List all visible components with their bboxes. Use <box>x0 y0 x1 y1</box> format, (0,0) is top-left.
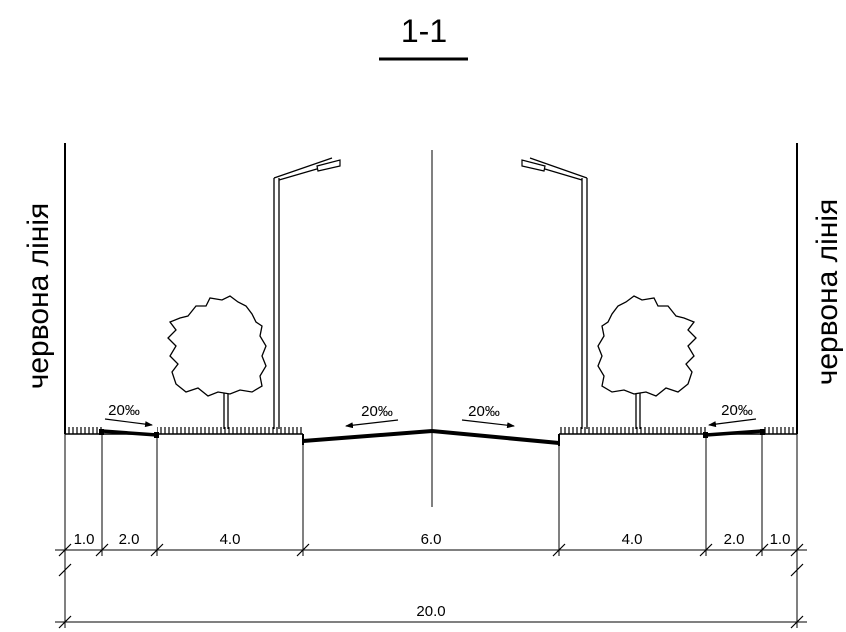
dim-segment-4: 6.0 <box>421 531 442 548</box>
carriageway <box>302 428 560 445</box>
red-line-label-left: червона лінія <box>22 203 55 390</box>
slope-arrow-left-sidewalk <box>104 418 153 428</box>
slope-arrow-right-carriageway <box>461 419 515 429</box>
tree-right <box>597 295 697 429</box>
slope-left-carriageway: 20‰ <box>361 403 393 420</box>
slope-right-sidewalk: 20‰ <box>721 402 753 419</box>
left-sidewalk-curb-a <box>99 429 104 435</box>
right-sidewalk-curb-a <box>703 432 708 438</box>
dim-segment-3: 4.0 <box>220 531 241 548</box>
dimension-ticks <box>58 543 804 629</box>
dim-total: 20.0 <box>416 603 445 620</box>
right-grass-verge <box>559 427 706 434</box>
street-lamp-right <box>521 157 588 429</box>
right-sidewalk <box>705 429 763 437</box>
dim-segment-5: 4.0 <box>622 531 643 548</box>
slope-arrow-left-carriageway <box>345 419 399 429</box>
left-sidewalk <box>101 429 158 437</box>
slope-arrow-right-sidewalk <box>708 418 757 428</box>
slope-left-sidewalk: 20‰ <box>108 402 140 419</box>
section-title: 1-1 <box>401 13 447 49</box>
slope-right-carriageway: 20‰ <box>468 403 500 420</box>
street-lamp-left <box>273 157 341 429</box>
dim-segment-7: 1.0 <box>770 531 791 548</box>
dim-segment-1: 1.0 <box>74 531 95 548</box>
dim-segment-6: 2.0 <box>724 531 745 548</box>
left-sidewalk-curb-b <box>154 432 159 438</box>
red-line-label-right: червона лінія <box>811 199 844 386</box>
right-sidewalk-curb-b <box>760 429 765 435</box>
tree-left <box>167 295 267 429</box>
dim-segment-2: 2.0 <box>119 531 140 548</box>
right-grass-outer <box>762 427 797 434</box>
left-grass-outer <box>65 427 102 434</box>
extension-lines <box>64 434 798 628</box>
left-grass-verge <box>157 427 303 434</box>
